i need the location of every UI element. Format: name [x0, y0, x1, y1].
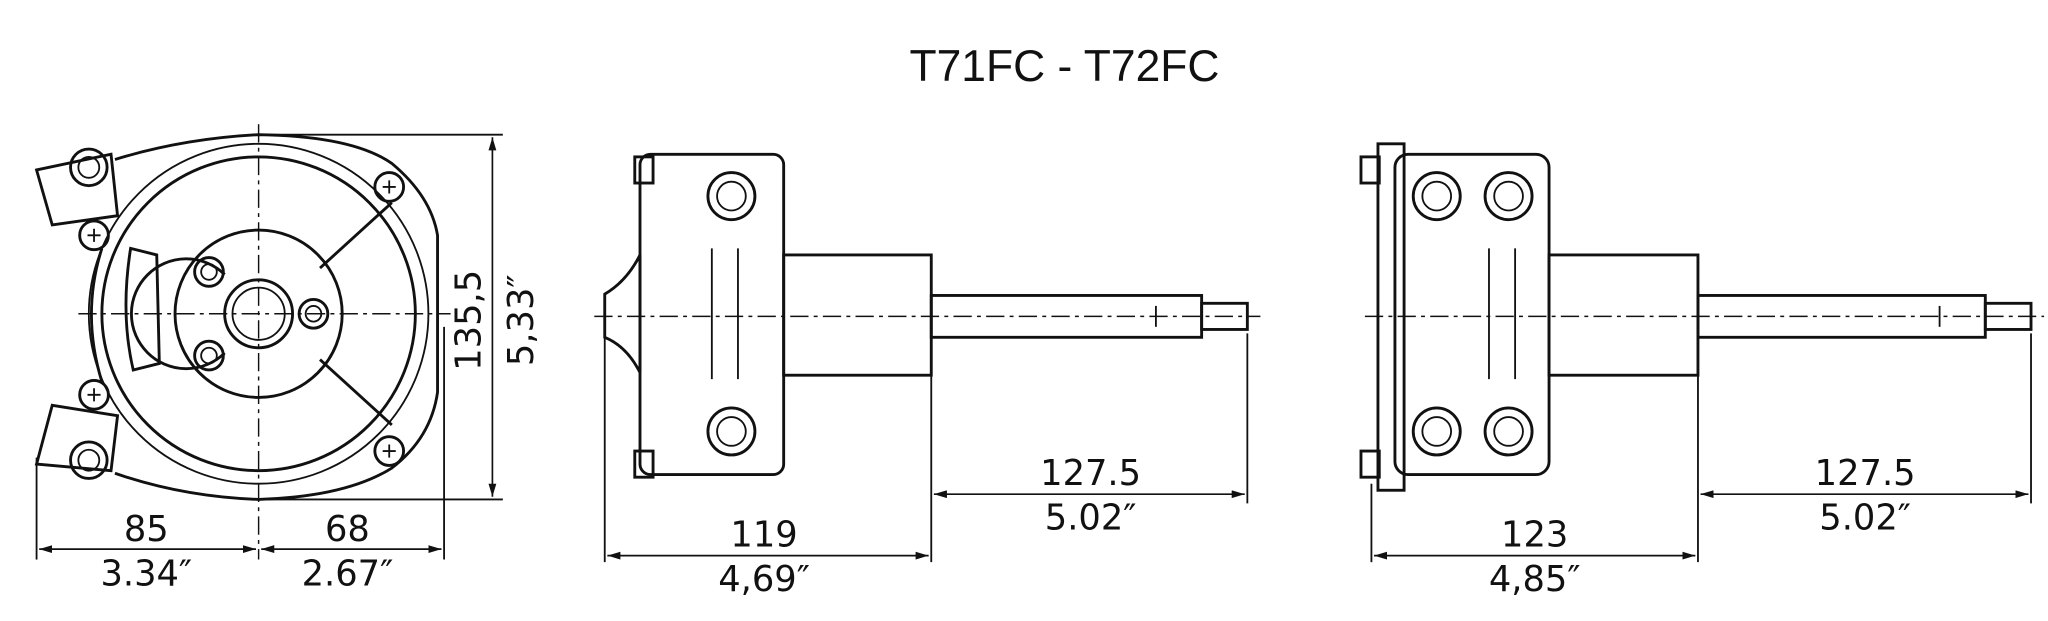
- upper-mount-bracket: [34, 152, 120, 227]
- height-mm: 135,5: [449, 270, 490, 371]
- side-view-t72fc: 123 4,85″ 127.5 5.02″: [1359, 142, 2045, 600]
- left-width-mm: 85: [124, 509, 169, 550]
- right-width-in: 2.67″: [302, 554, 394, 595]
- t71fc-body-in: 4,69″: [718, 559, 810, 600]
- side-view-t71fc: 119 4,69″ 127.5 5.02″: [594, 152, 1261, 600]
- left-width-in: 3.34″: [100, 554, 192, 595]
- t71fc-body-mm: 119: [730, 514, 797, 555]
- t72fc-body-in: 4,85″: [1489, 559, 1581, 600]
- t71fc-shaft-in: 5.02″: [1045, 497, 1137, 538]
- screws: [78, 171, 406, 467]
- label-slot: [124, 246, 161, 372]
- t72fc-shaft-mm: 127.5: [1815, 453, 1916, 494]
- front-view: 135,5 5,33″ 85 3.34″ 68 2.67″: [34, 124, 542, 595]
- drawing-title: T71FC - T72FC: [910, 42, 1220, 91]
- lower-mount-bracket: [34, 403, 120, 473]
- mount-bolts: [69, 147, 109, 480]
- t71fc-shaft-mm: 127.5: [1040, 453, 1141, 494]
- t72fc-body-mm: 123: [1501, 514, 1568, 555]
- right-width-mm: 68: [325, 509, 370, 550]
- height-in: 5,33″: [501, 274, 542, 366]
- t72fc-shaft-in: 5.02″: [1819, 497, 1911, 538]
